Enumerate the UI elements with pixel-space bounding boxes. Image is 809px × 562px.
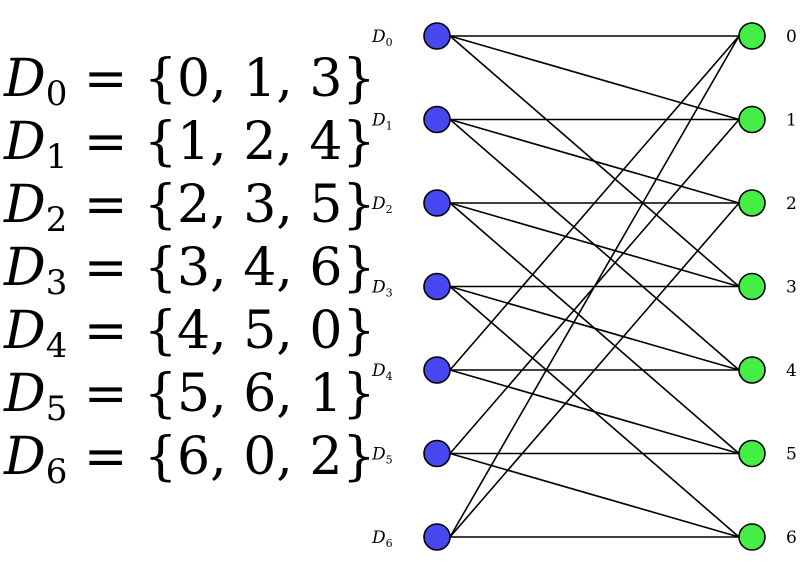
set-subscript: 1: [45, 137, 68, 177]
set-subscript: 5: [45, 389, 68, 429]
node-layer: [423, 22, 766, 551]
set-symbol: D: [4, 49, 46, 109]
left-node-d6: [423, 523, 451, 551]
right-node-label: 5: [786, 445, 797, 465]
right-node-label: 0: [786, 27, 797, 47]
right-node-2: [738, 189, 766, 217]
set-elements: = {5, 6, 1}: [67, 364, 376, 424]
edge-d1-2: [449, 118, 740, 204]
set-definition: D0 = {0, 1, 3}: [0, 48, 376, 114]
right-node-label: 2: [786, 194, 797, 214]
set-subscript: 4: [45, 326, 68, 366]
set-elements: = {0, 1, 3}: [67, 49, 376, 109]
left-node-label: D1: [371, 111, 393, 133]
right-node-6: [738, 523, 766, 551]
set-subscript: 0: [45, 74, 68, 114]
set-elements: = {1, 2, 4}: [67, 112, 376, 172]
left-node-d0: [423, 22, 451, 50]
left-node-d5: [423, 439, 451, 468]
set-elements: = {6, 0, 2}: [67, 427, 376, 487]
left-node-label: D5: [371, 445, 393, 467]
set-definitions: D0 = {0, 1, 3} D1 = {1, 2, 4} D2 = {2, 3…: [0, 48, 376, 492]
edge-d4-0: [449, 35, 740, 371]
left-node-label: D2: [371, 194, 393, 216]
left-node-d4: [423, 356, 451, 384]
right-node-5: [738, 439, 766, 468]
left-node-d1: [423, 105, 451, 134]
left-node-d3: [423, 272, 451, 301]
set-definition: D2 = {2, 3, 5}: [0, 174, 376, 240]
set-definition: D4 = {4, 5, 0}: [0, 300, 376, 366]
right-node-label: 3: [786, 278, 797, 298]
set-definition: D3 = {3, 4, 6}: [0, 237, 376, 303]
edge-d0-1: [449, 35, 740, 121]
set-symbol: D: [4, 238, 46, 298]
set-elements: = {4, 5, 0}: [67, 301, 376, 361]
set-symbol: D: [4, 364, 46, 424]
set-definition: D5 = {5, 6, 1}: [0, 363, 376, 429]
left-node-label: D3: [371, 278, 393, 300]
right-node-3: [738, 272, 766, 301]
edge-d2-3: [449, 202, 740, 288]
left-node-label: D0: [371, 27, 393, 49]
set-symbol: D: [4, 427, 46, 487]
set-subscript: 3: [45, 263, 68, 303]
right-node-label: 1: [786, 111, 797, 131]
edge-d5-6: [449, 452, 740, 538]
set-symbol: D: [4, 301, 46, 361]
edge-d6-0: [449, 35, 740, 538]
edge-d4-5: [449, 369, 740, 455]
edge-layer: [449, 35, 740, 538]
left-node-d2: [423, 189, 451, 217]
left-node-label: D6: [371, 528, 393, 550]
right-node-1: [738, 105, 766, 134]
edge-d3-4: [449, 285, 740, 371]
right-node-label: 4: [786, 361, 797, 381]
set-definition: D6 = {6, 0, 2}: [0, 426, 376, 492]
edge-d6-2: [449, 202, 740, 538]
left-node-label: D4: [371, 361, 393, 383]
set-subscript: 6: [45, 452, 68, 492]
set-definition: D1 = {1, 2, 4}: [0, 111, 376, 177]
set-subscript: 2: [45, 200, 68, 240]
set-symbol: D: [4, 112, 46, 172]
right-node-label: 6: [786, 528, 797, 548]
right-node-0: [738, 22, 766, 50]
right-node-4: [738, 356, 766, 384]
set-symbol: D: [4, 175, 46, 235]
set-elements: = {3, 4, 6}: [67, 238, 376, 298]
set-elements: = {2, 3, 5}: [67, 175, 376, 235]
